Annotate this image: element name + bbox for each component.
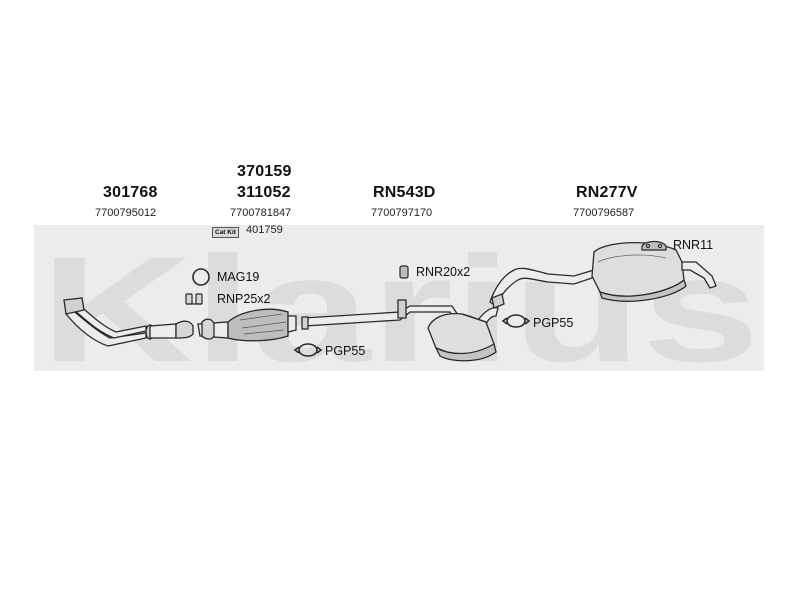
oe-number-7700797170: 7700797170 [371,207,433,219]
oe-number-7700781847: 7700781847 [230,207,292,219]
middle-pipe-icon [301,299,499,332]
accessory-pgp55-front: PGP55 [325,344,366,358]
part-number-370159: 370159 [237,163,292,180]
oe-number-7700796587: 7700796587 [573,207,635,219]
part-number-rn277v: RN277V [576,184,638,201]
accessory-pgp55-rear: PGP55 [533,316,574,330]
rubber-mount-icon [399,240,667,279]
cat-kit-badge: Cat Kit [212,227,239,238]
accessory-mag19: MAG19 [217,270,260,284]
accessory-rnp25x2: RNP25x2 [217,292,271,306]
rear-silencer-icon [489,241,717,309]
part-number-311052: 311052 [237,184,291,201]
part-number-rn543d: RN543D [373,184,436,201]
gasket-ring-icon [192,268,531,357]
accessory-rnr11: RNR11 [673,238,714,252]
downpipe-icon [63,297,194,347]
clamp-icon [185,293,203,305]
catalytic-converter-icon [197,308,297,342]
cat-kit-number: 401759 [246,224,283,236]
oe-number-7700795012: 7700795012 [95,207,157,219]
middle-silencer-icon [427,312,497,362]
part-number-301768: 301768 [103,184,158,201]
accessory-rnr20x2: RNR20x2 [416,265,471,279]
